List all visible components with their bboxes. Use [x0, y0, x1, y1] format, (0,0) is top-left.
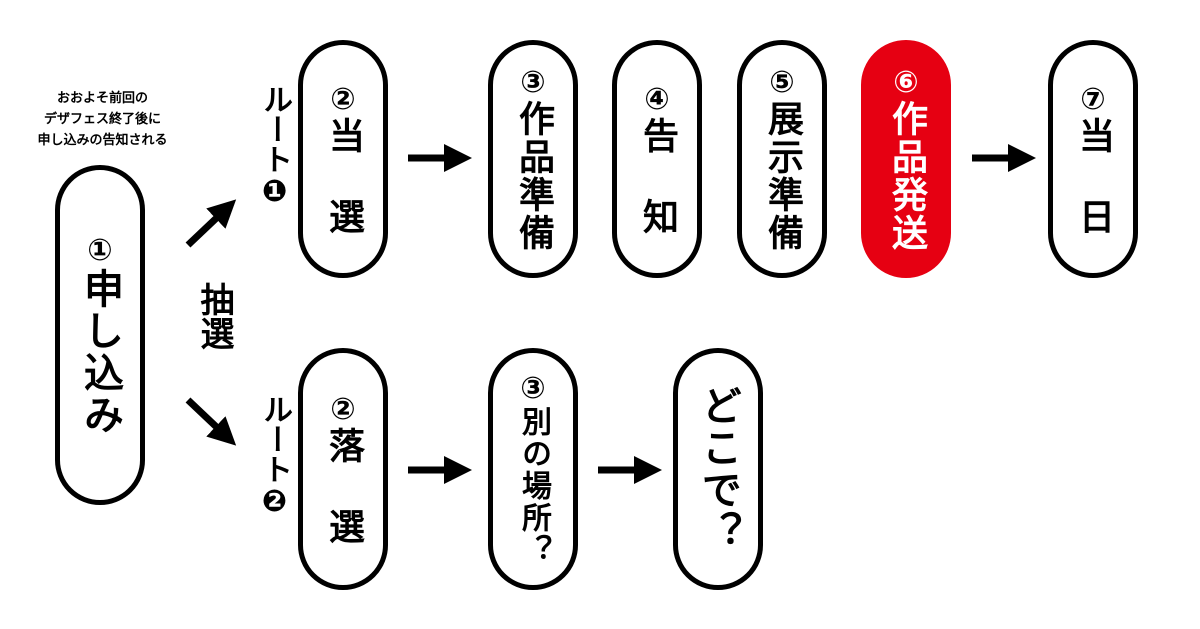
note-line: デザフェス終了後に [43, 112, 161, 127]
step-number: ⑤ [769, 65, 795, 100]
step-label: 別の場所？ [516, 406, 551, 566]
step-label: 落 選 [323, 426, 364, 546]
step-label: どこで？ [695, 385, 741, 553]
step-number: ① [87, 233, 113, 268]
route-2-label: ルート❷ [257, 394, 292, 519]
step-label: 申し込み [77, 268, 123, 436]
step-apply: ① 申し込み [55, 165, 145, 505]
step-number: ⑥ [893, 65, 919, 100]
step-label: 告 知 [637, 116, 678, 236]
step-label: 作品発送 [886, 100, 927, 252]
note-line: 申し込みの告知される [37, 133, 168, 148]
step-number: ④ [644, 81, 670, 117]
application-note: おおよそ前回の デザフェス終了後に 申し込みの告知される [10, 88, 195, 151]
step-number: ② [330, 81, 356, 117]
step-number: ③ [520, 65, 546, 100]
lottery-label: 抽選 [194, 282, 234, 350]
step-number: ⑦ [1080, 81, 1106, 117]
arrow-up-right-icon [185, 199, 237, 248]
arrow-down-right-icon [185, 397, 237, 446]
step-label: 当 日 [1073, 116, 1114, 236]
step-label: 当 選 [323, 116, 364, 236]
step-number: ③ [520, 371, 546, 406]
route-1-label: ルート❶ [257, 84, 292, 209]
step-label: 作品準備 [513, 100, 554, 252]
step-label: 展示準備 [762, 100, 803, 252]
note-line: おおよそ前回の [56, 91, 148, 106]
step-where: どこで？ [673, 348, 763, 590]
step-number: ② [330, 391, 356, 427]
